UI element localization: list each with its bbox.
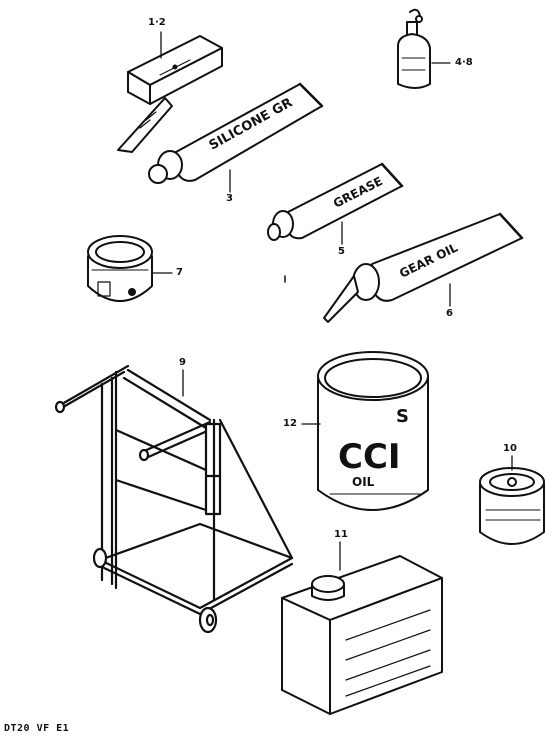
callout-6: 6 bbox=[446, 308, 453, 319]
diagram-footer-code: DT20 VF E1 bbox=[4, 723, 70, 734]
sharpening-stone bbox=[127, 35, 223, 105]
small-can bbox=[479, 467, 545, 545]
motor-stand bbox=[54, 364, 294, 634]
callout-11: 11 bbox=[334, 529, 348, 540]
callout-5: 5 bbox=[338, 246, 345, 257]
cci-oil-label: OIL bbox=[352, 475, 375, 489]
oil-bottle bbox=[397, 8, 431, 89]
callout-7: 7 bbox=[176, 267, 183, 278]
callout-9: 9 bbox=[179, 357, 186, 368]
callout-12: 12 bbox=[283, 418, 297, 429]
callout-1-2: 1·2 bbox=[148, 17, 166, 28]
callout-10: 10 bbox=[503, 443, 517, 454]
callout-4-8: 4·8 bbox=[455, 57, 473, 68]
cci-s-logo: S bbox=[396, 406, 409, 427]
grease-tube: GREASE bbox=[267, 162, 404, 241]
cci-oil-can: S CCI OIL bbox=[317, 351, 429, 511]
callout-3: 3 bbox=[226, 193, 233, 204]
rectangular-oil-can bbox=[281, 555, 443, 715]
cci-label: CCI bbox=[338, 437, 401, 477]
small-tin bbox=[87, 235, 153, 302]
gear-oil-tube: GEAR OIL bbox=[323, 212, 524, 323]
